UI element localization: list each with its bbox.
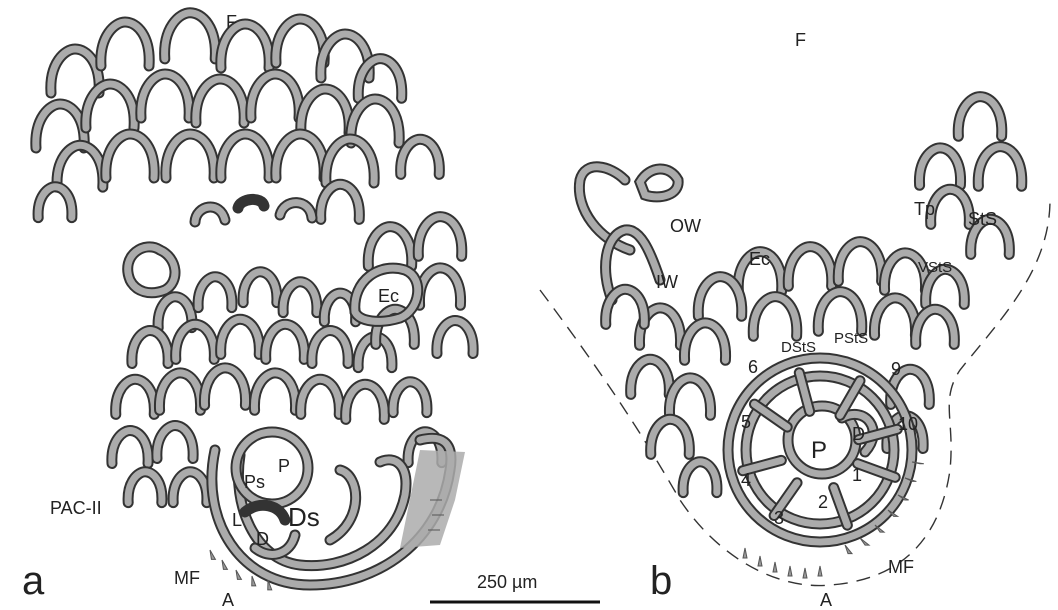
label-a-Ps: Ps (244, 472, 265, 492)
label-b-VStS: VStS (918, 259, 952, 276)
label-b-num-9: 9 (891, 359, 901, 379)
label-b-OW: OW (670, 216, 701, 236)
label-b-num-1: 1 (852, 465, 862, 485)
label-a-P: P (278, 456, 290, 476)
hatch-mark (845, 545, 852, 554)
label-a-D: D (256, 529, 269, 549)
label-b-Tp: Tp (914, 199, 935, 219)
label-b-num-4: 4 (741, 470, 751, 490)
hatch-mark (236, 570, 241, 579)
label-a-Ds: Ds (288, 502, 320, 532)
label-a-MF: MF (174, 568, 200, 588)
label-a-A: A (222, 590, 234, 610)
panel-a-apex-arches (36, 13, 440, 220)
label-b-D: D (852, 424, 865, 444)
hatch-mark (758, 556, 762, 566)
hatch-mark (743, 548, 747, 558)
label-a-L: L (232, 510, 242, 530)
label-b-MF: MF (888, 557, 914, 577)
scale-bar-label: 250 µm (477, 572, 537, 592)
label-b-num-3: 3 (774, 508, 784, 528)
label-b-num-6: 6 (748, 357, 758, 377)
panel-b-arches (606, 97, 1022, 493)
panel-letter-b: b (650, 559, 672, 603)
hatch-mark (818, 566, 822, 576)
label-b-num-10: 10 (898, 414, 918, 434)
label-a-Ec: Ec (378, 286, 399, 306)
panel-letter-a: a (22, 559, 45, 603)
label-b-PStS: PStS (834, 330, 868, 347)
label-a-F: F (226, 12, 237, 32)
hatch-mark (860, 538, 869, 545)
hatch-mark (222, 560, 227, 569)
label-b-A: A (820, 590, 832, 610)
label-a-PAC-II: PAC-II (50, 498, 102, 518)
hatch-mark (210, 550, 215, 559)
hatch-mark (252, 576, 256, 586)
label-b-DStS: DStS (781, 339, 816, 356)
label-b-Ec: Ec (749, 249, 770, 269)
label-b-num-5: 5 (741, 412, 751, 432)
label-b-P: P (811, 437, 827, 464)
label-b-F: F (795, 30, 806, 50)
hatch-mark (788, 566, 792, 576)
hatch-mark (803, 568, 807, 578)
label-b-IW: IW (656, 272, 678, 292)
label-b-StS: StS (968, 209, 997, 229)
label-b-num-2: 2 (818, 492, 828, 512)
hatch-mark (773, 562, 777, 572)
